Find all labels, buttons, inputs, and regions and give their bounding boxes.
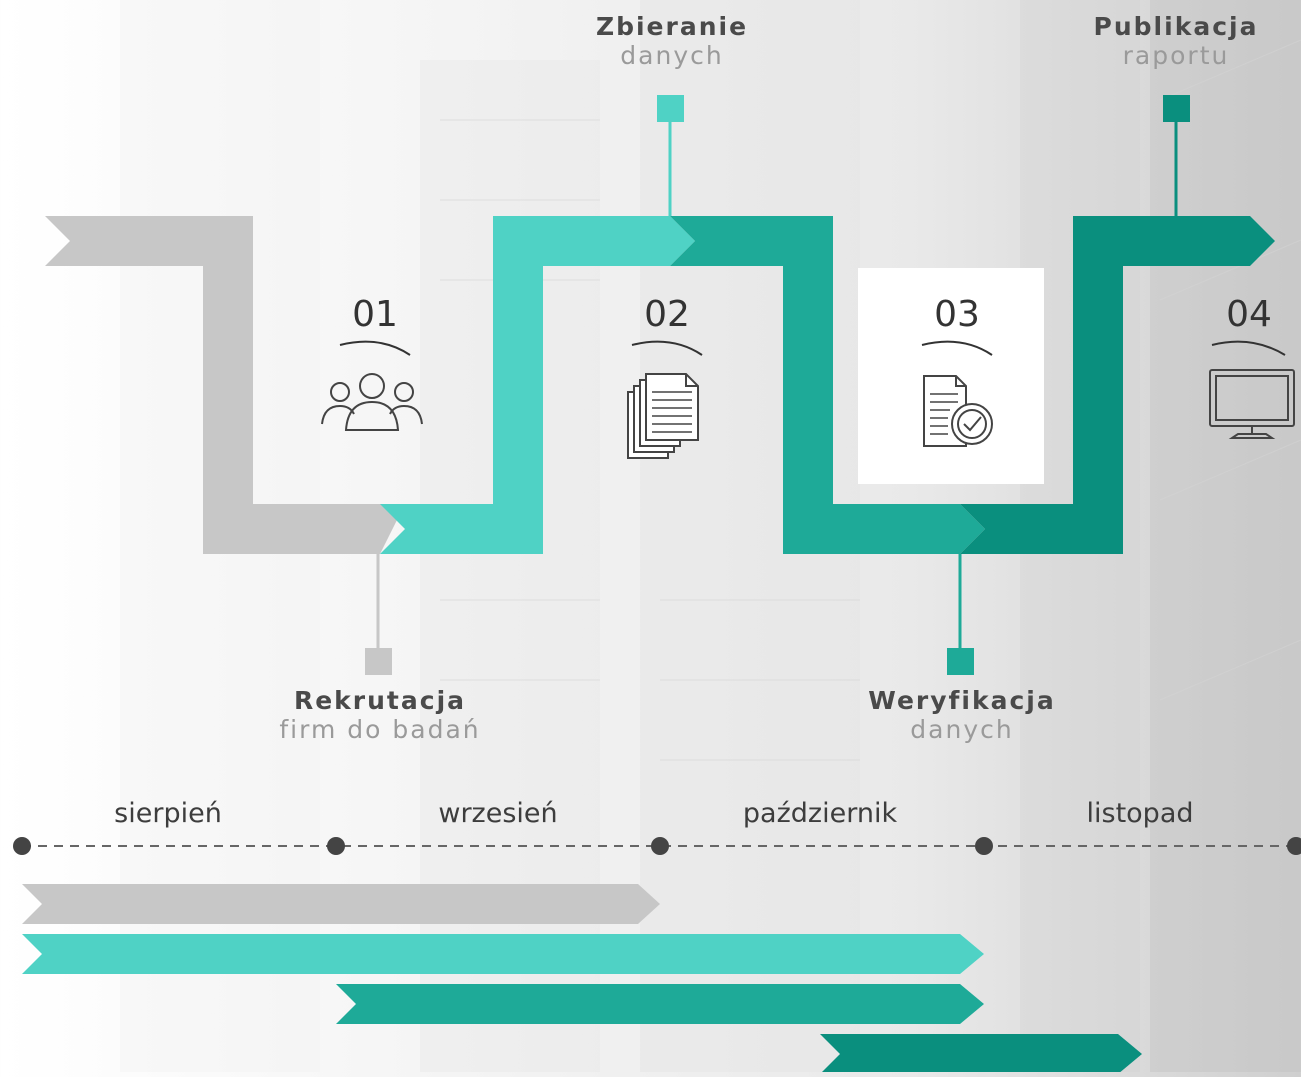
documents-icon [627, 373, 699, 459]
monitor-icon [1209, 369, 1295, 439]
verified-document-icon [923, 375, 993, 447]
number-arc-1 [339, 340, 411, 356]
step-number-4: 04 [1226, 294, 1272, 335]
number-arc-2 [631, 340, 703, 356]
step-title-3: Weryfikacja [868, 686, 1056, 715]
gantt-bar-3 [336, 984, 984, 1024]
step-title-4: Publikacja [1093, 12, 1259, 41]
step-subtitle-4: raportu [1122, 41, 1230, 70]
step-title-1: Rekrutacja [293, 686, 467, 715]
step-number-2: 02 [644, 294, 690, 335]
month-label-4: listopad [1086, 798, 1194, 829]
month-label-3: październik [742, 798, 898, 829]
number-arc-4 [1211, 340, 1286, 356]
path-segment-3 [670, 216, 985, 554]
step-label-2: Zbieranie danych [596, 12, 748, 70]
timeline-dot-4 [975, 837, 993, 855]
number-arc-3 [921, 340, 993, 356]
gantt-bar-4 [820, 1034, 1142, 1074]
gantt-bar-1 [22, 884, 660, 924]
step-subtitle-1: firm do badań [279, 715, 481, 744]
path-segment-2 [380, 216, 695, 554]
marker-step-2 [657, 95, 684, 122]
path-segment-1 [45, 216, 405, 554]
step-label-1: Rekrutacja firm do badań [279, 686, 480, 744]
step-number-1: 01 [352, 294, 398, 335]
month-label-2: wrzesień [438, 798, 558, 829]
month-label-1: sierpień [114, 798, 222, 829]
step-subtitle-3: danych [910, 715, 1014, 744]
people-icon [321, 373, 423, 431]
step-number-3: 03 [934, 294, 980, 335]
path-segment-4 [960, 216, 1275, 554]
marker-step-4 [1163, 95, 1190, 122]
step-subtitle-2: danych [620, 41, 724, 70]
timeline-dot-5 [1287, 837, 1301, 855]
marker-step-3 [947, 648, 974, 675]
timeline-dot-3 [651, 837, 669, 855]
marker-step-1 [365, 648, 392, 675]
step-title-2: Zbieranie [595, 12, 749, 41]
timeline-dot-1 [13, 837, 31, 855]
step-label-3: Weryfikacja danych [868, 686, 1055, 744]
step-label-4: Publikacja raportu [1094, 12, 1259, 70]
gantt-bar-2 [22, 934, 984, 974]
timeline-dot-2 [327, 837, 345, 855]
